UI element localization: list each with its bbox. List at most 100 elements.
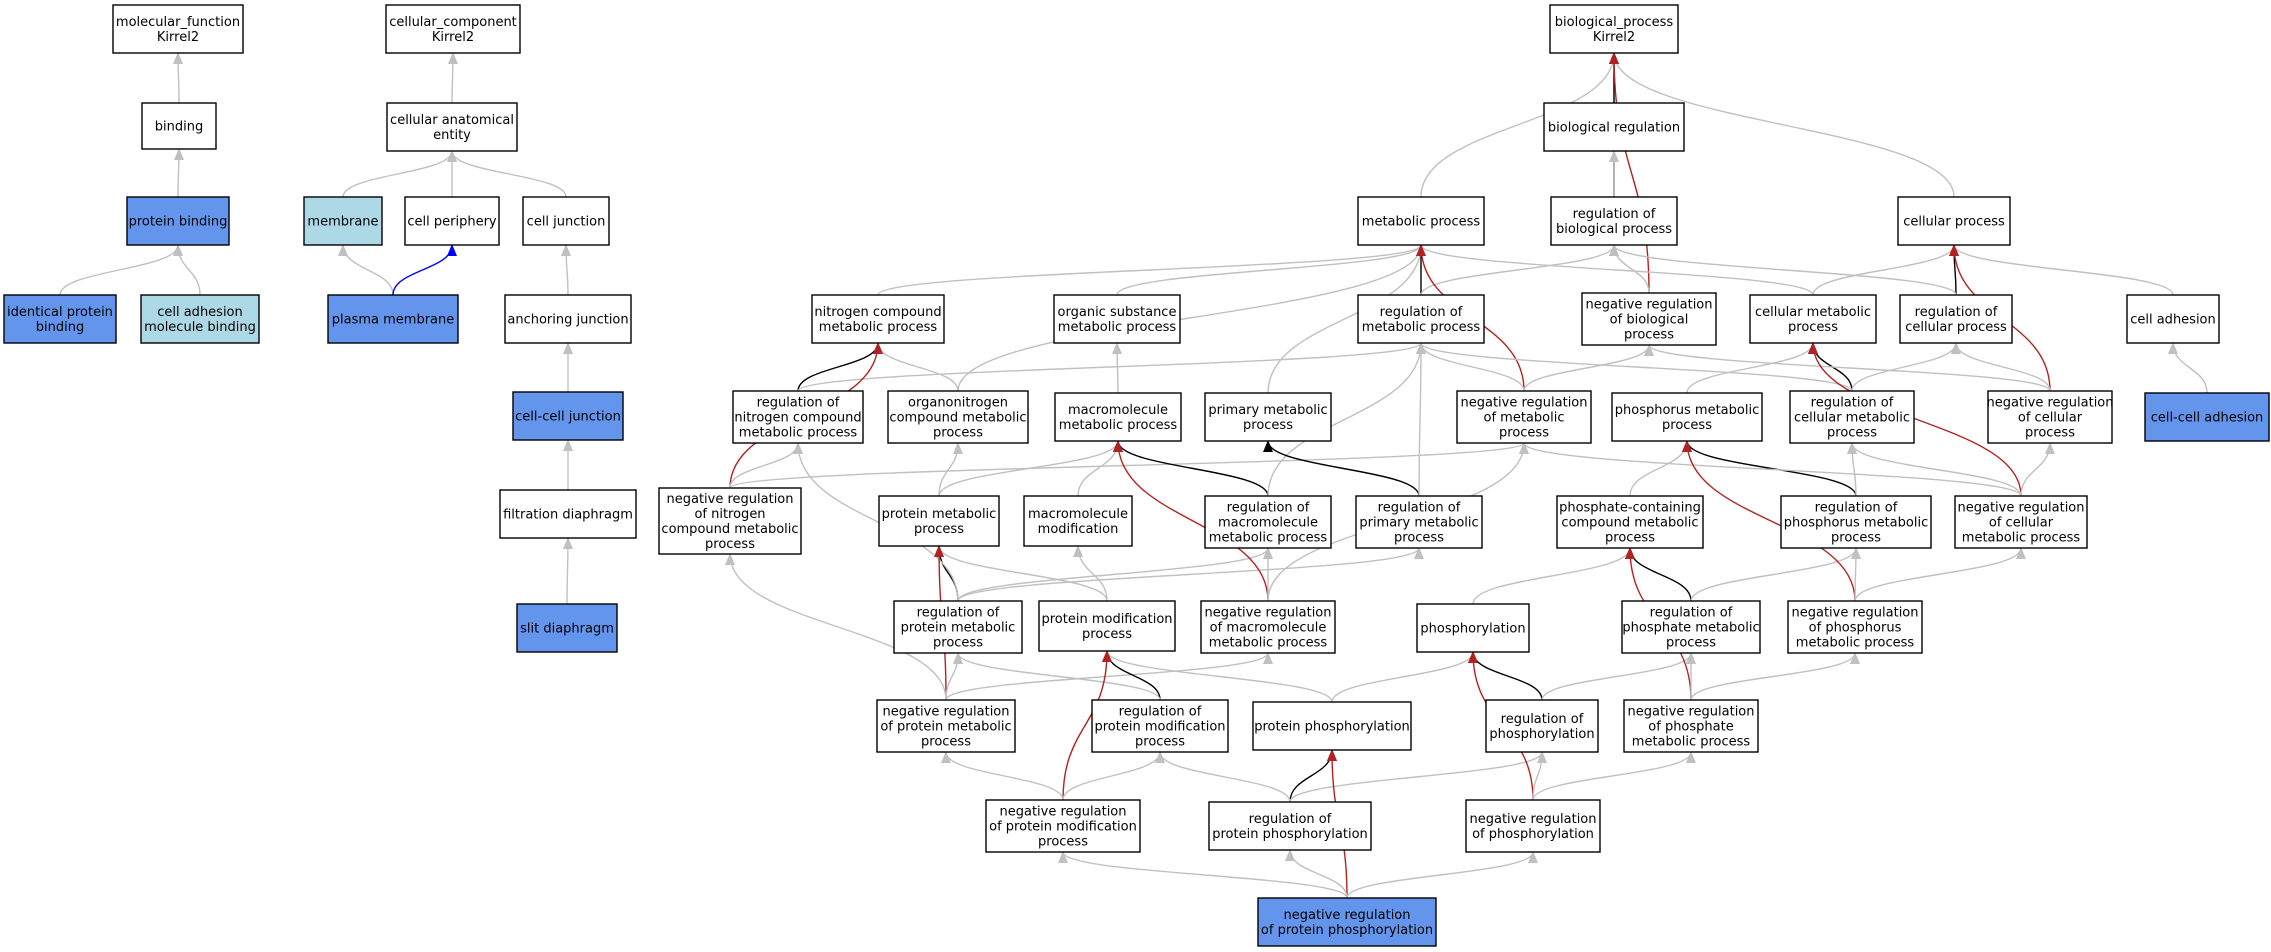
node-label: process — [2025, 426, 2075, 441]
node-label: cell-cell adhesion — [2151, 411, 2264, 426]
node-box — [327, 294, 459, 344]
node-label: regulation of — [1815, 501, 1898, 516]
node-slit-diaphragm[interactable]: slit diaphragm — [516, 603, 618, 653]
node-label: regulation of — [1811, 396, 1894, 411]
node-label: filtration diaphragm — [503, 508, 633, 523]
node-label: cell adhesion — [157, 305, 243, 320]
edge-is-a — [953, 652, 1161, 701]
node-cell-periphery[interactable]: cell periphery — [404, 196, 500, 246]
node-label: of phosphorus — [1809, 621, 1902, 636]
node-label: compound metabolic — [661, 522, 798, 537]
node-box — [1456, 390, 1592, 444]
edge-is-a — [1854, 547, 2026, 602]
node-phosphorylation[interactable]: phosphorylation — [1416, 603, 1530, 653]
node-protein-binding[interactable]: protein binding — [126, 196, 230, 246]
node-membrane[interactable]: membrane — [303, 196, 383, 246]
node-label: process — [705, 537, 755, 552]
node-label: regulation of — [1249, 812, 1332, 827]
node-label: cellular_component — [389, 15, 517, 30]
node-cell-cell-junction[interactable]: cell-cell junction — [512, 391, 624, 441]
node-biological-regulation[interactable]: biological regulation — [1543, 102, 1685, 152]
node-label: protein modification — [1041, 612, 1172, 627]
node-label: process — [1662, 418, 1712, 433]
node-label: metabolic process — [739, 426, 858, 441]
node-box — [887, 390, 1029, 444]
node-label: regulation of — [917, 606, 1000, 621]
edge-is-a — [1416, 244, 1814, 296]
edge-negatively-regulates — [1062, 650, 1112, 801]
node-box — [1556, 495, 1704, 549]
node-cellular-process[interactable]: cellular process — [1897, 196, 2011, 246]
node-label: process — [1788, 320, 1838, 335]
node-label: process — [1499, 426, 1549, 441]
edge-is-a — [725, 553, 947, 701]
edge-is-a — [1850, 547, 1861, 602]
node-label: regulation of — [1380, 305, 1463, 320]
edge-regulates — [1468, 651, 1543, 701]
edge-is-a — [1609, 244, 1957, 296]
edge-is-a — [1416, 342, 1853, 392]
node-protein-phosphorylation[interactable]: protein phosphorylation — [1252, 701, 1412, 751]
node-cell-adhesion[interactable]: cell adhesion — [2126, 294, 2220, 344]
node-label: process — [914, 522, 964, 537]
node-label: process — [1831, 531, 1881, 546]
node-label: primary metabolic — [1208, 403, 1327, 418]
node-plasma-membrane[interactable]: plasma membrane — [327, 294, 459, 344]
edge-is-a — [797, 342, 1426, 392]
node-cell-cell-adhesion[interactable]: cell-cell adhesion — [2144, 392, 2270, 442]
node-label: phosphate-containing — [1559, 501, 1701, 516]
node-filtration-diaphragm[interactable]: filtration diaphragm — [499, 489, 637, 539]
node-label: phosphorus metabolic — [1615, 403, 1759, 418]
node-label: negative regulation — [666, 492, 793, 507]
node-anchoring-junction[interactable]: anchoring junction — [504, 294, 632, 344]
edge-is-a — [1267, 244, 1426, 394]
node-label: phosphate metabolic — [1622, 621, 1759, 636]
node-binding[interactable]: binding — [141, 102, 217, 150]
node-box — [1204, 495, 1332, 549]
node-cell-junction[interactable]: cell junction — [522, 196, 610, 246]
node-metabolic-process[interactable]: metabolic process — [1357, 196, 1485, 246]
